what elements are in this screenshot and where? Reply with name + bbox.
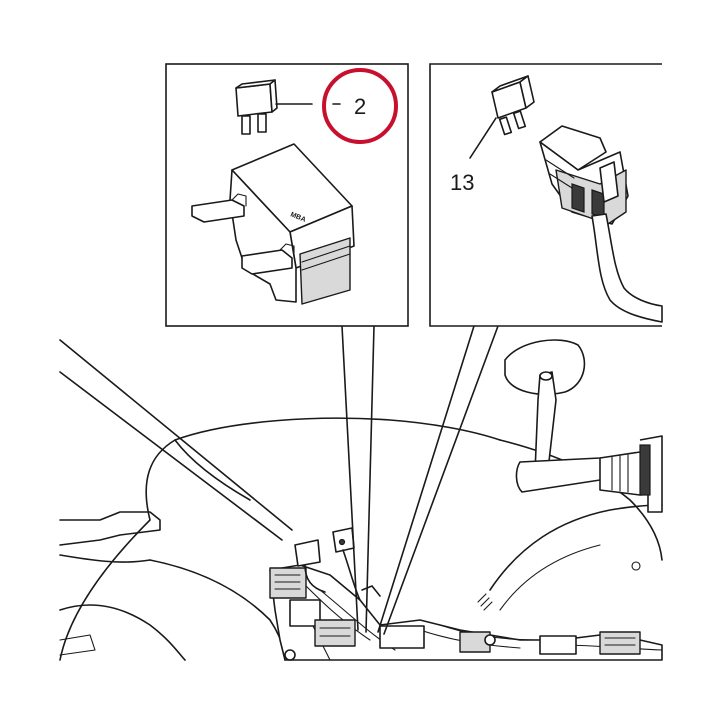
fairing-curve [489, 504, 663, 591]
harness-dot [338, 538, 346, 546]
seat-top [174, 439, 251, 501]
mirror-joint [539, 371, 553, 381]
fuse13-side [519, 75, 535, 109]
leader-line-panel1-b [365, 325, 375, 633]
fairing-vents [477, 593, 493, 611]
callout-2-highlight-circle [322, 68, 398, 144]
fuse-part-13 [469, 75, 535, 159]
callout-13-label: 13 [450, 170, 474, 195]
connector-cable [591, 213, 663, 323]
leader-lines [59, 325, 499, 635]
harness-bolt-2 [484, 634, 496, 646]
fairing-inner [499, 544, 601, 611]
fuse13-blade-left [498, 116, 513, 136]
callout-2-label: 2 [354, 94, 366, 119]
mirror [504, 339, 586, 473]
harness-connector-3 [314, 619, 356, 647]
fuse-part-2 [235, 79, 341, 135]
leader-line-panel2-a [377, 325, 475, 633]
fuse13-leader [469, 117, 497, 159]
mirror-head [504, 339, 586, 396]
connector-plug [539, 125, 663, 323]
harness-connector-7 [599, 631, 641, 655]
rear-frame-lower [59, 554, 151, 563]
harness-bolt-1 [284, 649, 296, 661]
leader-line-panel2-b [383, 325, 499, 635]
fuse-side [269, 79, 278, 113]
rear-fender [59, 604, 186, 661]
plug-tab [599, 161, 619, 203]
detail-panel-connector: 13 [429, 63, 663, 327]
leader-line-left-1 [59, 339, 293, 531]
relay-terminal-upper-tab [231, 193, 247, 207]
fuse-blade-left [241, 115, 251, 135]
bar-end [639, 444, 651, 496]
relay-connector-block [299, 237, 351, 305]
detail-panel-relay: MBA 2 [165, 63, 409, 327]
harness-relay-wire [304, 549, 361, 601]
fuse-blade-right [257, 113, 267, 133]
fuse-body [235, 83, 273, 117]
harness-connector-4 [379, 625, 425, 649]
leader-line-panel1-a [341, 325, 359, 631]
harness-connector-6 [539, 635, 577, 655]
fuse13-blade-right [512, 110, 527, 130]
leader-line-left-2 [59, 371, 283, 541]
relay-terminal-lower-tab [279, 243, 295, 257]
relay-box: MBA [191, 143, 355, 305]
small-bracket [361, 585, 381, 597]
harness-connector-1 [269, 567, 307, 599]
handlebar [515, 435, 663, 513]
wiring-harness [269, 527, 663, 661]
plug-detail-lines [545, 159, 575, 189]
relay-terminal-lower [241, 249, 293, 275]
footpeg-area [59, 634, 96, 656]
fairing-bolt [631, 561, 641, 571]
harness-relay-small [294, 539, 321, 567]
side-panel [149, 559, 286, 661]
grip-rings [611, 454, 629, 493]
harness-connector-pins [274, 574, 636, 646]
rear-frame [59, 511, 161, 546]
relay-connector-ridges [301, 245, 351, 271]
